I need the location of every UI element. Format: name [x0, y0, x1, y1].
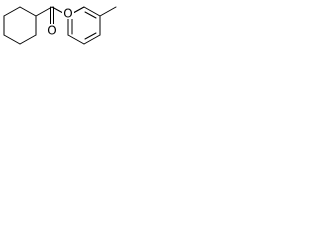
bond — [84, 11, 97, 19]
atom-label-background — [62, 7, 74, 19]
atom-label-ester-oxygen: O — [62, 7, 74, 21]
bond — [19, 34, 37, 45]
bond — [67, 34, 85, 45]
oxygen-label: O — [63, 7, 72, 21]
bond — [99, 6, 117, 17]
ester-group — [35, 6, 85, 28]
bond — [83, 6, 101, 17]
bond — [35, 6, 53, 17]
bond — [51, 6, 64, 14]
bond — [3, 34, 21, 45]
bond — [19, 6, 37, 17]
atom-label-ketone-oxygen: O — [46, 24, 58, 38]
cyclohexyl-ring — [3, 6, 37, 45]
methylphenyl-ring — [67, 6, 117, 45]
bond — [3, 6, 21, 17]
bond — [83, 34, 101, 45]
bond — [84, 32, 97, 40]
oxygen-label: O — [47, 24, 56, 38]
chemical-structure-diagram: O O — [3, 6, 117, 45]
atom-label-background — [46, 24, 58, 36]
